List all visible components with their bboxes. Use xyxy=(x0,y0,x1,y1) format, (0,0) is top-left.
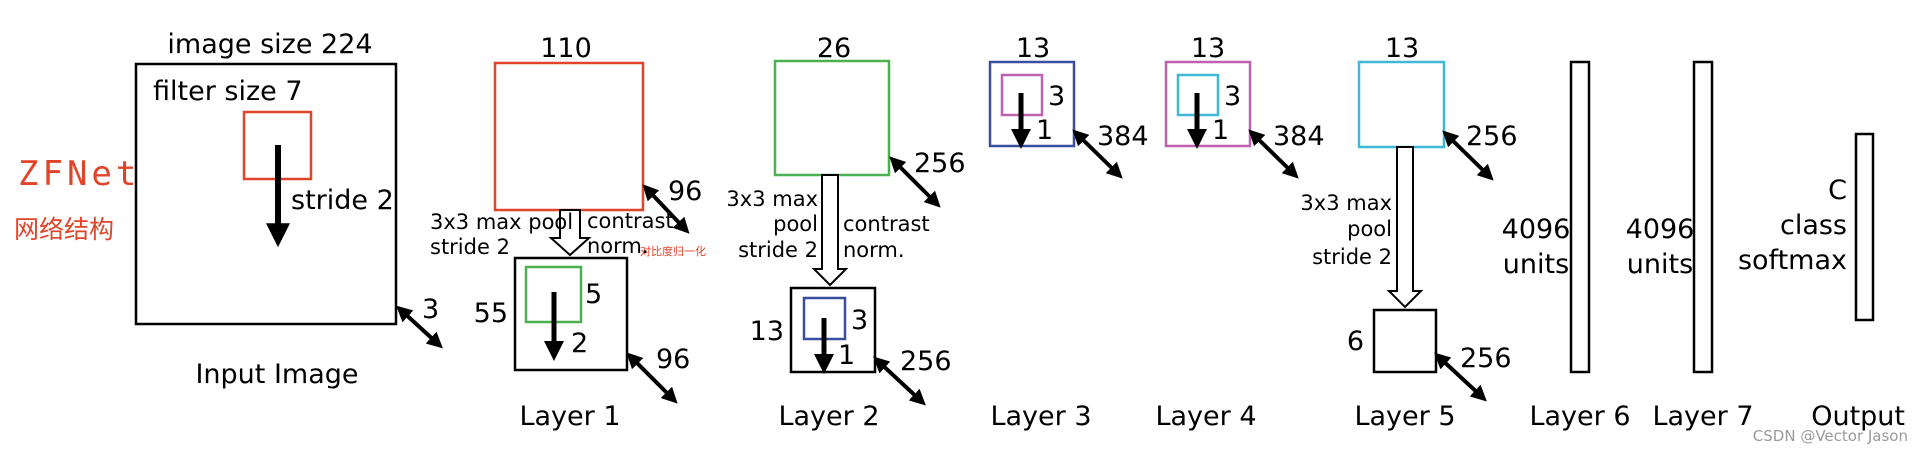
input-depth-label: 3 xyxy=(422,294,439,325)
output-line1: C xyxy=(1828,175,1847,206)
layer5-pooled-depth-arrow xyxy=(1434,352,1487,402)
layer5-pooled-size-label: 6 xyxy=(1347,326,1364,357)
layer4-caption: Layer 4 xyxy=(1155,401,1256,432)
layer1-norm-line1: contrast xyxy=(587,209,674,233)
layer1-caption: Layer 1 xyxy=(519,401,620,432)
input-caption: Input Image xyxy=(195,359,358,390)
layer5-caption: Layer 5 xyxy=(1354,401,1455,432)
layer1-block: 110 96 对比度归一化 3x3 max pool stride 2 cont… xyxy=(430,33,706,432)
layer3-width-label: 13 xyxy=(1016,33,1050,64)
annotation-subtitle: 网络结构 xyxy=(14,215,114,244)
layer1-pooled-depth-arrow xyxy=(626,352,678,404)
layer2-pool-line2: pool xyxy=(773,212,818,236)
layer1-stride-label: 2 xyxy=(571,328,588,359)
output-block: C class softmax Output xyxy=(1738,132,1905,432)
layer6-units-line2: units xyxy=(1503,249,1569,280)
watermark: CSDN @Vector Jason xyxy=(1753,427,1908,445)
layer5-pool-arrow xyxy=(1386,146,1424,309)
layer1-pool-line1: 3x3 max pool xyxy=(430,210,573,234)
input-filter-size-label: filter size 7 xyxy=(153,76,303,107)
layer2-pool-arrow xyxy=(811,174,849,287)
layer1-pool-line2: stride 2 xyxy=(430,235,510,259)
output-caption: Output xyxy=(1811,401,1905,432)
layer3-feature-map xyxy=(988,60,1076,148)
annotation-title: ZFNet xyxy=(18,154,140,194)
layer5-block: 13 256 3x3 max pool stride 2 6 256 Layer… xyxy=(1300,33,1517,432)
layer7-units-line1: 4096 xyxy=(1626,214,1695,245)
layer4-depth-label: 384 xyxy=(1273,121,1325,152)
layer2-caption: Layer 2 xyxy=(778,401,879,432)
output-line2: class xyxy=(1780,210,1847,241)
layer1-depth-label: 96 xyxy=(668,176,702,207)
layer5-depth-label: 256 xyxy=(1466,121,1518,152)
layer2-pooled-depth-label: 256 xyxy=(900,346,952,377)
layer1-filter-size-label: 5 xyxy=(585,279,602,310)
layer5-depth-arrow xyxy=(1442,130,1494,181)
layer2-pool-line1: 3x3 max xyxy=(726,187,818,211)
layer4-filter-size-label: 3 xyxy=(1224,81,1241,112)
layer2-filter-size-label: 3 xyxy=(851,305,868,336)
layer5-pooled-map xyxy=(1372,308,1438,374)
layer3-stride-label: 1 xyxy=(1036,115,1053,146)
output-line3: softmax xyxy=(1738,245,1847,276)
layer2-pooled-size-label: 13 xyxy=(750,316,784,347)
layer3-block: 13 3 1 384 Layer 3 xyxy=(988,33,1149,432)
layer5-feature-map xyxy=(1357,60,1446,149)
output-bar xyxy=(1854,132,1875,322)
layer2-stride-label: 1 xyxy=(838,340,855,371)
layer5-pool-line2: pool xyxy=(1347,217,1392,241)
layer2-norm-line2: norm. xyxy=(843,238,905,262)
input-image-size-label: image size 224 xyxy=(167,29,372,60)
handwritten-annotation: ZFNet 网络结构 xyxy=(14,154,140,244)
layer7-block: 4096 units Layer 7 xyxy=(1626,60,1754,432)
layer2-depth-arrow xyxy=(889,156,941,208)
layer6-fc-bar xyxy=(1569,60,1591,374)
layer1-pooled-depth-label: 96 xyxy=(656,344,690,375)
layer7-fc-bar xyxy=(1692,60,1714,374)
layer1-pooled-map xyxy=(513,256,629,372)
layer2-pool-line3: stride 2 xyxy=(738,238,818,262)
layer3-depth-label: 384 xyxy=(1097,121,1149,152)
layer1-width-label: 110 xyxy=(540,33,592,64)
layer4-width-label: 13 xyxy=(1191,33,1225,64)
layer2-width-label: 26 xyxy=(817,33,851,64)
input-stride-label: stride 2 xyxy=(291,185,394,216)
layer7-units-line2: units xyxy=(1627,249,1693,280)
layer3-filter-size-label: 3 xyxy=(1048,81,1065,112)
layer1-depth-arrow xyxy=(642,184,690,234)
layer6-block: 4096 units Layer 6 xyxy=(1502,60,1631,432)
layer5-pooled-depth-label: 256 xyxy=(1460,343,1512,374)
layer2-depth-label: 256 xyxy=(914,148,966,179)
layer7-caption: Layer 7 xyxy=(1652,401,1753,432)
layer1-norm-line2: norm. xyxy=(587,234,649,258)
layer2-norm-line1: contrast xyxy=(843,212,930,236)
layer1-pooled-size-label: 55 xyxy=(474,298,508,329)
layer4-depth-arrow xyxy=(1248,129,1299,179)
layer2-block: 26 256 3x3 max pool stride 2 contrast no… xyxy=(726,33,965,432)
layer6-units-line1: 4096 xyxy=(1502,214,1571,245)
layer5-pool-line1: 3x3 max xyxy=(1300,191,1392,215)
layer1-pool-arrow xyxy=(548,209,592,257)
layer5-pool-line3: stride 2 xyxy=(1312,245,1392,269)
input-image-box xyxy=(134,62,398,326)
layer4-block: 13 3 1 384 Layer 4 xyxy=(1155,33,1324,432)
layer2-pooled-depth-arrow xyxy=(873,356,926,406)
input-image-block: image size 224 filter size 7 stride 2 3 … xyxy=(134,29,443,390)
layer2-feature-map xyxy=(773,59,891,177)
layer1-feature-map xyxy=(493,61,645,212)
layer3-depth-arrow xyxy=(1072,129,1123,179)
layer4-stride-label: 1 xyxy=(1212,115,1229,146)
layer5-width-label: 13 xyxy=(1385,33,1419,64)
input-depth-arrow xyxy=(396,305,443,349)
layer3-caption: Layer 3 xyxy=(990,401,1091,432)
layer4-feature-map xyxy=(1164,60,1252,148)
layer6-caption: Layer 6 xyxy=(1529,401,1630,432)
layer1-norm-note: 对比度归一化 xyxy=(640,244,706,258)
